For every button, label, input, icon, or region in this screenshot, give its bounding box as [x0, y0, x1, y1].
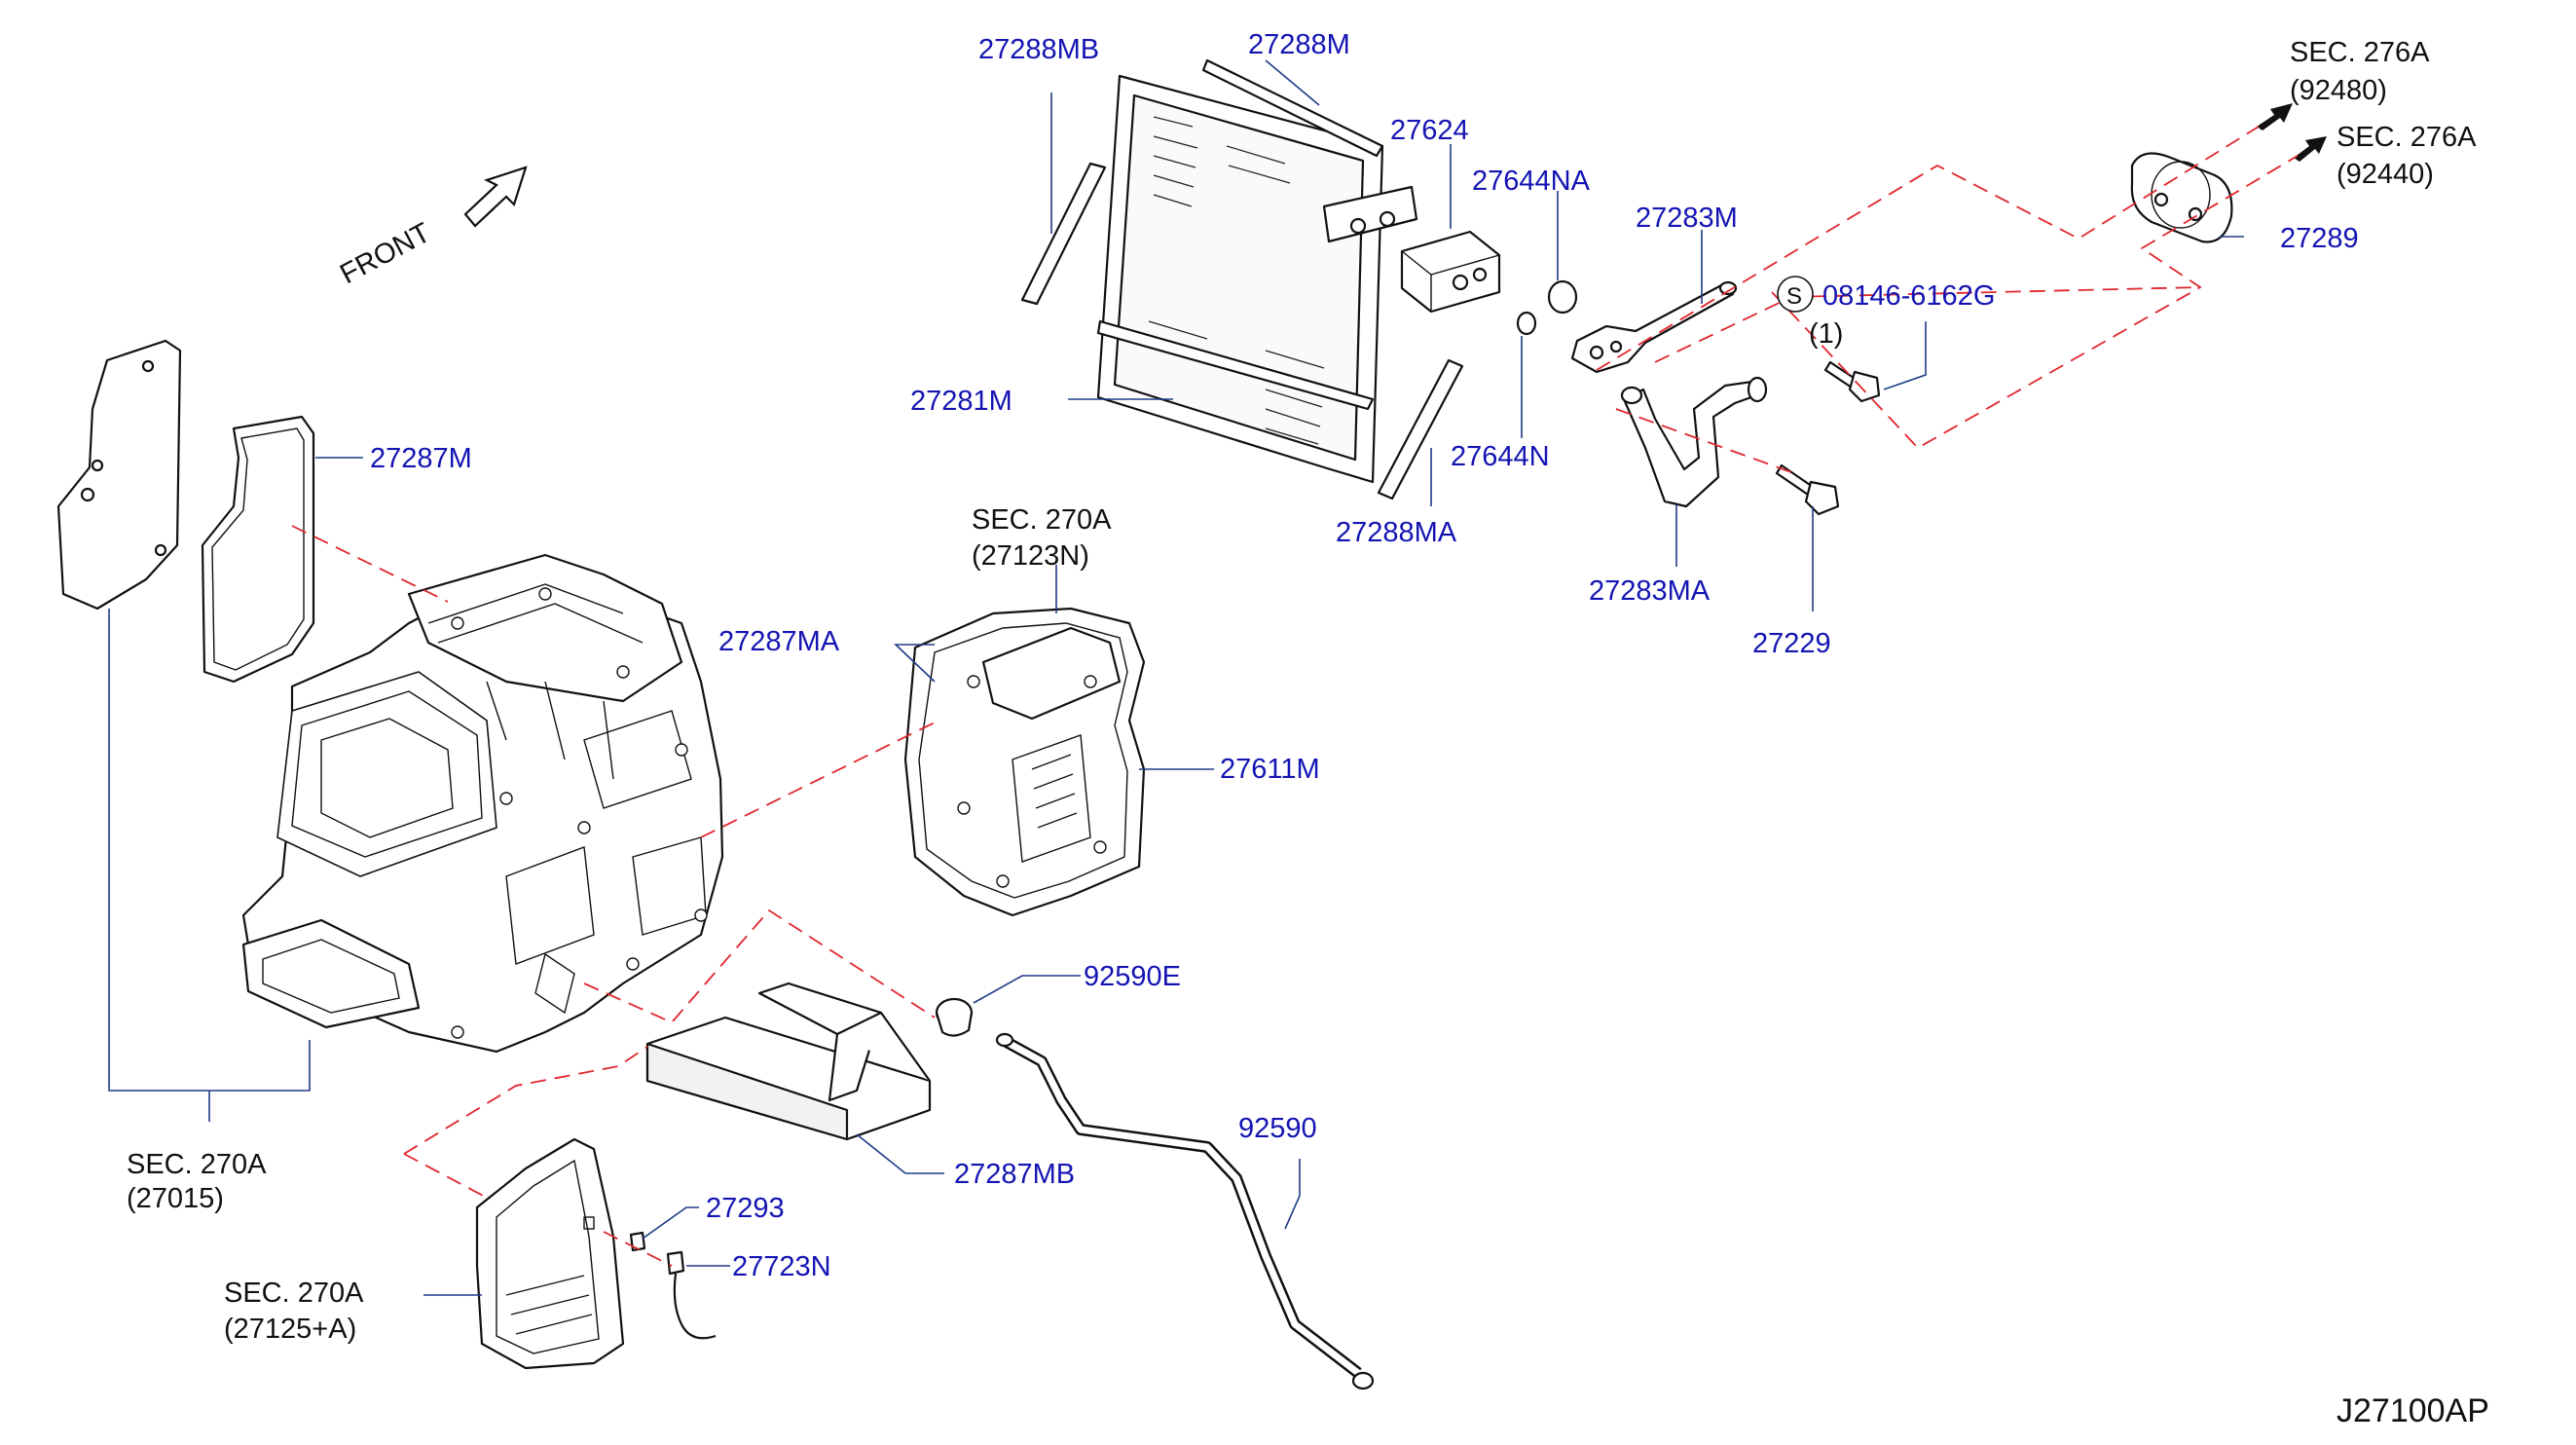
pipe-27283MA: [1620, 376, 1768, 508]
label-27288MB[interactable]: 27288MB: [978, 34, 1099, 65]
sec-270A-27015-ref: (27015): [127, 1183, 224, 1214]
case-27611M: [903, 607, 1146, 917]
drain-hose-92590: [995, 1032, 1375, 1390]
diagram-code: J27100AP: [2337, 1392, 2489, 1429]
bolt-symbol-icon: S: [1777, 276, 1814, 313]
svg-text:S: S: [1786, 283, 1802, 310]
gasket-left-plate: [56, 339, 182, 611]
sec-276A-92440-ref: (92440): [2337, 159, 2434, 190]
label-27287M[interactable]: 27287M: [370, 443, 472, 474]
reference-lines: [291, 126, 2299, 1267]
label-27293[interactable]: 27293: [706, 1193, 785, 1224]
sec-270A-27125A-ref: (27125+A): [224, 1314, 356, 1345]
label-27283M[interactable]: 27283M: [1636, 203, 1738, 234]
sec-276A-92440-title[interactable]: SEC. 276A: [2337, 122, 2477, 153]
label-92590E[interactable]: 92590E: [1084, 961, 1181, 992]
label-27288M[interactable]: 27288M: [1248, 29, 1350, 60]
label-27644N[interactable]: 27644N: [1451, 441, 1550, 472]
sensor-27293: [629, 1231, 646, 1252]
label-27644NA[interactable]: 27644NA: [1472, 166, 1591, 197]
sec-270A-27125A-title[interactable]: SEC. 270A: [224, 1278, 364, 1309]
label-27281M[interactable]: 27281M: [910, 386, 1012, 417]
duct-27125A: [475, 1137, 625, 1370]
label-27289[interactable]: 27289: [2280, 223, 2359, 254]
filter-27287MB: [645, 982, 932, 1141]
seal-strip-27288MB: [1020, 162, 1107, 306]
seal-strip-27288M: [1201, 58, 1384, 158]
bolt-27229: [1775, 463, 1840, 516]
label-27723N[interactable]: 27723N: [732, 1251, 831, 1282]
sec-276A-92480-title[interactable]: SEC. 276A: [2290, 37, 2430, 68]
harness-27723N: [666, 1250, 717, 1340]
label-92590[interactable]: 92590: [1238, 1113, 1317, 1144]
label-08146-qty: (1): [1809, 318, 1843, 350]
label-27288MA[interactable]: 27288MA: [1336, 517, 1457, 548]
pipe-27283M: [1570, 280, 1738, 374]
bolt-08146: [1823, 360, 1881, 403]
label-27283MA[interactable]: 27283MA: [1589, 575, 1711, 607]
o-ring-27644NA: [1547, 279, 1578, 315]
drain-elbow-92590E: [935, 997, 974, 1037]
evaporator-core: [1096, 74, 1418, 484]
leader-lines: [108, 59, 2244, 1296]
o-ring-27644N: [1516, 311, 1537, 336]
hvac-housing: [241, 553, 724, 1054]
label-27624[interactable]: 27624: [1390, 115, 1469, 146]
label-27611M[interactable]: 27611M: [1220, 754, 1320, 785]
front-arrow-icon: [463, 166, 528, 228]
front-label: FRONT: [335, 217, 435, 290]
arrow-276A-92480-icon: [2257, 103, 2293, 130]
arrow-276A-92440-icon: [2294, 136, 2327, 162]
sec-270A-27123N-title[interactable]: SEC. 270A: [972, 504, 1112, 536]
sec-270A-27123N-ref: (27123N): [972, 540, 1089, 572]
expansion-valve: [1400, 230, 1501, 314]
label-27287MB[interactable]: 27287MB: [954, 1159, 1075, 1190]
label-27229[interactable]: 27229: [1752, 628, 1831, 659]
label-08146-6162G[interactable]: 08146-6162G: [1822, 280, 1995, 312]
sec-270A-27015-title[interactable]: SEC. 270A: [127, 1149, 267, 1180]
gasket-27287M: [201, 415, 315, 684]
seal-strip-27288MA: [1377, 358, 1464, 500]
label-27287MA[interactable]: 27287MA: [718, 626, 840, 657]
grommet-27289: [2130, 152, 2233, 243]
sec-276A-92480-ref: (92480): [2290, 75, 2387, 106]
